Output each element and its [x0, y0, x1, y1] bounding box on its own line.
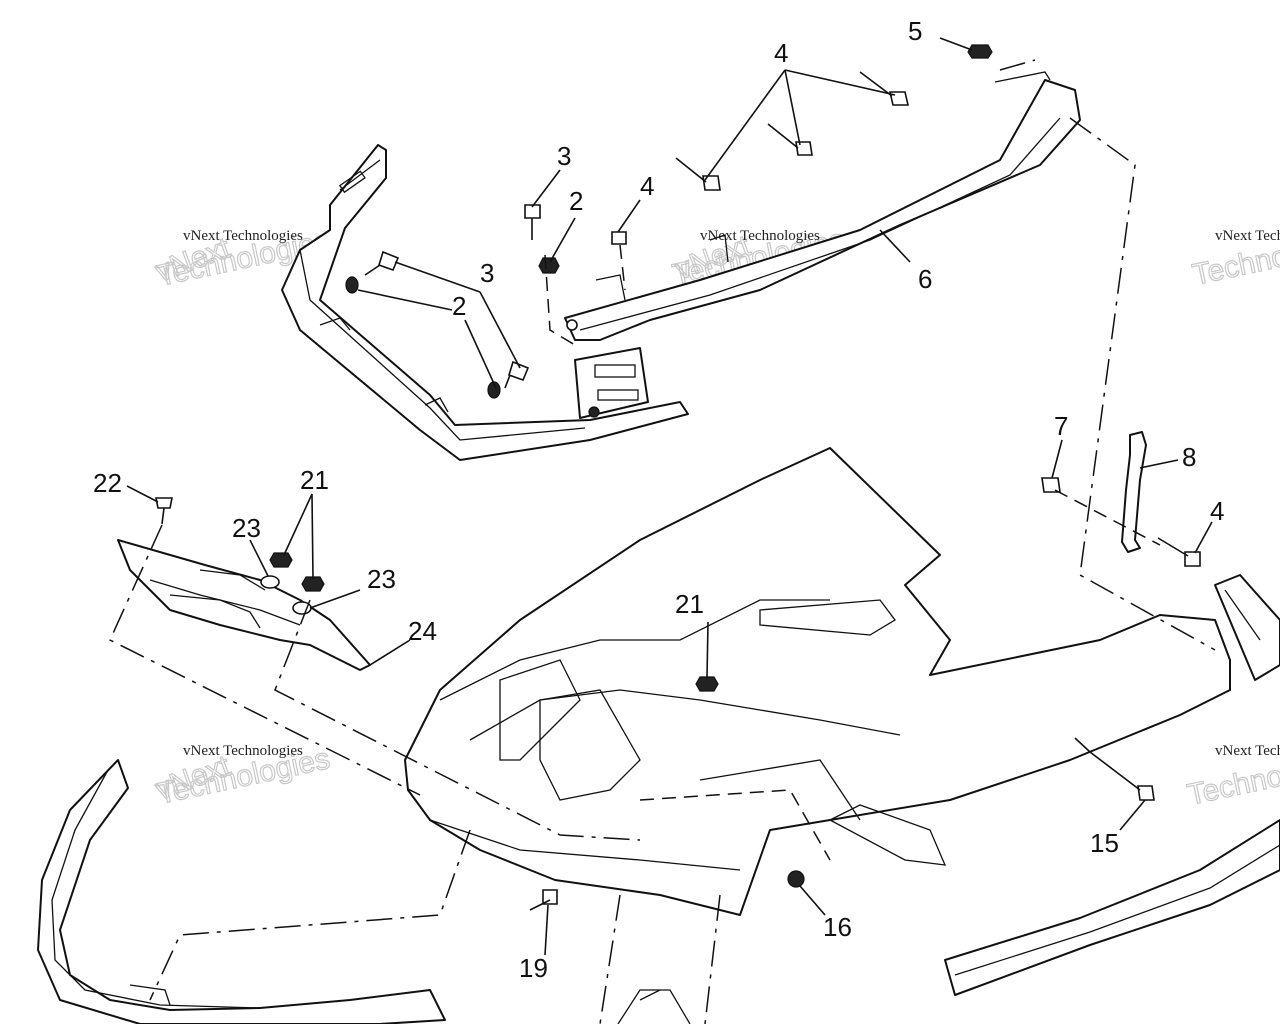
push-clip-icon: [702, 175, 721, 191]
callout-2: 2: [452, 291, 466, 321]
nut-21-icon: [269, 552, 293, 568]
callout-15: 15: [1090, 828, 1119, 858]
left-bumper-bracket: [281, 144, 689, 461]
callout-4: 4: [774, 38, 788, 68]
callout-2: 2: [569, 186, 583, 216]
leader-lines: [126, 37, 1213, 956]
callout-8: 8: [1182, 442, 1196, 472]
assembly-lines: [109, 59, 1216, 1024]
callout-5: 5: [908, 16, 922, 46]
grommet-16-icon: [787, 870, 805, 888]
svg-text:vNext Technologies: vNext Technologies: [1215, 743, 1280, 759]
screw-22-icon: [155, 497, 173, 509]
watermark-bottom-left: vNext Technologies vNext Technologies: [151, 742, 334, 812]
front-nose-cone: [37, 759, 446, 1024]
watermark-bottom-right: Technologies vNext Technologies: [1184, 743, 1280, 813]
callout-6: 6: [918, 264, 932, 294]
push-clip-icon: [1184, 551, 1201, 567]
hardware: [155, 44, 1201, 911]
washer-2-icon: [345, 276, 359, 294]
callout-21: 21: [300, 465, 329, 495]
clip-15-icon: [1137, 785, 1155, 801]
clip-7-icon: [1041, 477, 1061, 493]
callout-23: 23: [367, 564, 396, 594]
nut-5-icon: [967, 44, 993, 59]
lower-right-rail: [944, 819, 1280, 996]
callout-24: 24: [408, 616, 437, 646]
callout-3: 3: [557, 141, 571, 171]
watermark-top-right: Technologies vNext Technologies: [1189, 223, 1280, 293]
washer-23-icon: [260, 575, 280, 589]
callout-23: 23: [232, 513, 261, 543]
callout-22: 22: [93, 468, 122, 498]
svg-text:vNext Technologies: vNext Technologies: [700, 228, 820, 244]
callout-16: 16: [823, 912, 852, 942]
callout-19: 19: [519, 953, 548, 983]
bolt-3-icon: [508, 360, 530, 382]
callouts: 5 4 3 2 4 3 2 6 7 8 4 22 21 23 23 24 21 …: [93, 16, 1224, 983]
nut-2-icon: [538, 257, 560, 274]
callout-21: 21: [675, 589, 704, 619]
push-clip-icon: [611, 231, 627, 245]
svg-text:vNext Technologies: vNext Technologies: [1215, 228, 1280, 244]
callout-3: 3: [480, 258, 494, 288]
bolt-3-icon: [524, 204, 541, 219]
callout-4: 4: [1210, 496, 1224, 526]
lower-suspension: [617, 989, 691, 1024]
front-bumper-bar: [564, 71, 1081, 419]
right-side-plate: [1214, 574, 1280, 681]
nut-21-icon: [695, 676, 719, 692]
nut-21-icon: [301, 576, 325, 592]
strap-8-icon: [1121, 431, 1147, 553]
push-clip-icon: [795, 141, 813, 156]
callout-4: 4: [640, 171, 654, 201]
svg-text:vNext Technologies: vNext Technologies: [183, 228, 303, 244]
hood-body: [404, 447, 1231, 916]
callout-7: 7: [1054, 411, 1068, 441]
bolt-3-icon: [378, 250, 400, 272]
clip-19-icon: [542, 889, 558, 905]
svg-text:vNext Technologies: vNext Technologies: [183, 743, 303, 759]
skid-plate: [117, 539, 371, 671]
